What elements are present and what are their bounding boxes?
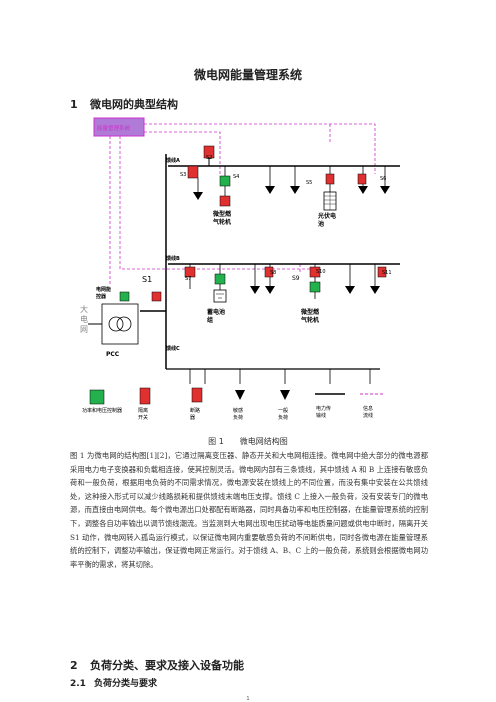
switch-s6-label: S6 xyxy=(380,176,386,182)
feeder-b-label: 馈线B xyxy=(166,255,180,262)
section-title: 负荷分类、要求及接入设备功能 xyxy=(90,659,244,672)
legend-isolation-swatch xyxy=(139,387,151,405)
switch-s10 xyxy=(309,266,321,278)
transformer-coil-2 xyxy=(116,316,132,332)
legend-general-load-swatch xyxy=(280,390,290,400)
legend-info-line-label: 信息流线 xyxy=(363,405,373,419)
transformer-coil-1 xyxy=(108,316,124,332)
grid-controller-box xyxy=(119,291,130,302)
page-number: 1 xyxy=(246,696,250,702)
load-b3 xyxy=(345,286,355,294)
section-number: 2 xyxy=(70,659,78,672)
legend-breaker-label: 断路器 xyxy=(190,407,200,421)
switch-s1-label: S1 xyxy=(142,275,152,284)
switch-s6 xyxy=(357,173,367,185)
section-1-heading: 1 微电网的典型结构 xyxy=(70,96,178,112)
switch-s11 xyxy=(377,266,387,278)
controller-b1 xyxy=(214,273,226,285)
switch-s3-label: S3 xyxy=(180,172,186,178)
battery-label: 蓄电池组 xyxy=(207,308,225,324)
legend-isolation-label: 隔离开关 xyxy=(138,407,148,421)
switch-s7 xyxy=(184,266,196,278)
legend-controller-label: 功率和电压控制器 xyxy=(82,407,122,414)
legend-breaker-swatch xyxy=(191,387,203,403)
section-title: 负荷分类与要求 xyxy=(94,679,158,689)
switch-s8-label: S8 xyxy=(270,270,276,276)
switch-s2 xyxy=(203,145,215,166)
micro-turbine-a-label: 微型燃气轮机 xyxy=(212,210,232,226)
energy-management-box xyxy=(93,117,145,137)
feeder-c-branches xyxy=(189,369,371,384)
load-a3 xyxy=(358,186,368,194)
switch-s4-label: S4 xyxy=(233,174,239,180)
switch-s2-label: S2 xyxy=(206,155,212,161)
load-b1 xyxy=(250,286,260,294)
switch-s3 xyxy=(187,165,199,179)
load-a0 xyxy=(193,192,203,200)
load-b4 xyxy=(370,286,380,294)
document-title: 微电网能量管理系统 xyxy=(193,68,302,82)
section-2-heading: 2 负荷分类、要求及接入设备功能 xyxy=(70,657,244,673)
figure-caption: 图 1 微电网结构图 xyxy=(208,437,288,446)
legend-sensitive-label: 敏感负荷 xyxy=(233,407,243,421)
section-2-1-heading: 2.1 负荷分类与要求 xyxy=(70,676,157,689)
breaker-a1 xyxy=(219,195,231,207)
feeder-c-label: 馈线C xyxy=(166,345,180,352)
section-number: 1 xyxy=(70,98,78,111)
big-grid-label: 大电网 xyxy=(80,304,88,334)
switch-s10-label: S10 xyxy=(316,269,326,275)
switch-s9-label: S9 xyxy=(292,275,300,282)
pcc-label: PCC xyxy=(106,351,120,358)
legend-controller-swatch xyxy=(89,389,105,405)
switch-s5 xyxy=(325,173,335,185)
pv-grid xyxy=(324,192,336,210)
legend: 功率和电压控制器 隔离开关 断路器 敏感负荷 一般负荷 电力传输线 信息流线 xyxy=(82,387,385,421)
load-b2 xyxy=(265,286,275,294)
microgrid-structure-diagram: 能量管理系统 馈线A 馈线B 馈线C S2 S3 S4 xyxy=(80,117,400,421)
grid-controller-label: 电网能控器 xyxy=(96,286,111,300)
load-a2 xyxy=(290,186,300,194)
controller-a1 xyxy=(219,175,231,187)
section-title: 微电网的典型结构 xyxy=(90,98,178,111)
switch-s7-label: S7 xyxy=(185,276,191,282)
switch-s1 xyxy=(151,291,162,302)
switch-s11-label: S11 xyxy=(382,270,392,276)
energy-management-label: 能量管理系统 xyxy=(97,124,131,132)
load-a4 xyxy=(380,186,390,194)
controller-b2 xyxy=(309,281,321,293)
legend-sensitive-load-swatch xyxy=(235,390,245,400)
legend-general-label: 一般负荷 xyxy=(278,407,288,421)
legend-power-line-label: 电力传输线 xyxy=(316,405,331,419)
pcc-box xyxy=(101,303,139,345)
switch-s5-label: S5 xyxy=(306,180,312,186)
battery-plates xyxy=(216,293,224,299)
pv-label: 光伏电池 xyxy=(317,212,336,228)
switch-s8 xyxy=(264,266,274,278)
body-paragraph: 图 1 为微电网的结构图[1][2]，它通过隔离变压器、静态开关和大电网相连接。… xyxy=(70,451,428,569)
load-a1 xyxy=(265,186,275,194)
section-number: 2.1 xyxy=(70,679,86,689)
feeder-a-label: 馈线A xyxy=(166,157,180,164)
micro-turbine-b-label: 微型燃气轮机 xyxy=(300,308,320,324)
battery-symbol xyxy=(213,289,227,303)
